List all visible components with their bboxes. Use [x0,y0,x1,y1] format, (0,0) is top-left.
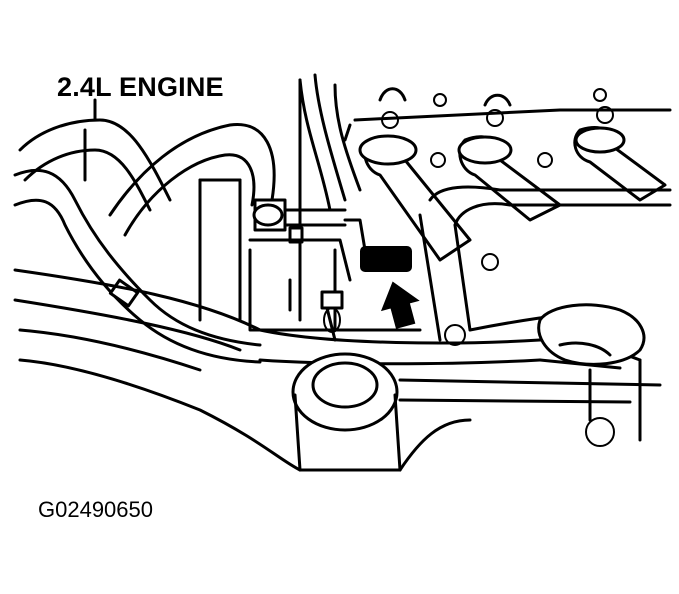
intake-plenum [418,185,672,346]
coolant-hose [18,118,276,237]
engine-block-outline [93,73,422,332]
hose-clamp [537,303,646,366]
figure-id: G02490650 [38,497,153,522]
fitting-assembly [248,198,367,342]
target-component [360,246,412,272]
pointer-arrow [380,281,420,329]
engine-label: 2.4L ENGINE [57,72,224,102]
vacuum-line [13,168,262,364]
intake-manifold [343,87,672,262]
mount-bushing [291,352,402,472]
bolt-head [585,417,615,447]
